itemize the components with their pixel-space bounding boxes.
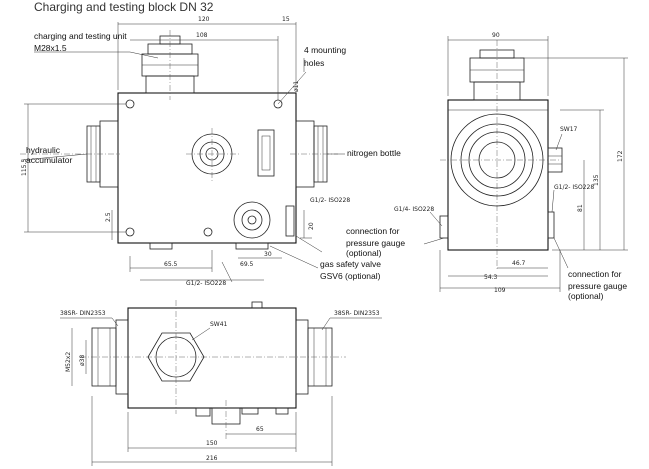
thread-g12-b: G1/2- ISO228 bbox=[186, 280, 226, 287]
front-view bbox=[20, 22, 345, 283]
dim-109: 109 bbox=[494, 287, 506, 294]
dim-d11: ø11 bbox=[293, 81, 300, 92]
dim-90: 90 bbox=[492, 32, 500, 39]
dim-108: 108 bbox=[196, 32, 208, 39]
sw17-label: SW17 bbox=[560, 126, 578, 133]
label-charging-unit: charging and testing unit bbox=[34, 31, 127, 41]
thread-left: 38SR- DIN2353 bbox=[60, 310, 106, 317]
dim-m52: M52x2 bbox=[65, 352, 72, 372]
dim-2-5: 2.5 bbox=[105, 212, 112, 222]
thread-right: 38SR- DIN2353 bbox=[334, 310, 380, 317]
dim-d38: ø38 bbox=[79, 355, 86, 366]
label-gas-valve-2: GSV6 (optional) bbox=[320, 271, 381, 281]
dimension-labels: 120 15 108 ø11 115.5 2.5 20 30 65.5 69.5… bbox=[21, 16, 624, 462]
dim-30: 30 bbox=[264, 251, 272, 258]
dim-46-7: 46.7 bbox=[512, 260, 526, 267]
dim-150: 150 bbox=[206, 440, 218, 447]
dim-81: 81 bbox=[577, 204, 584, 212]
label-conn-gauge-a-2: pressure gauge bbox=[346, 238, 406, 248]
label-conn-gauge-b-3: (optional) bbox=[568, 291, 604, 301]
label-mounting-holes-1: 4 mounting bbox=[304, 45, 347, 55]
dim-172: 172 bbox=[617, 150, 624, 162]
dim-216: 216 bbox=[206, 455, 218, 462]
label-conn-gauge-b-1: connection for bbox=[568, 269, 622, 279]
dim-65: 65 bbox=[256, 426, 264, 433]
label-conn-gauge-a-3: (optional) bbox=[346, 248, 382, 258]
page-title: Charging and testing block DN 32 bbox=[34, 0, 214, 14]
sw41-label: SW41 bbox=[210, 321, 228, 328]
plan-view bbox=[60, 300, 382, 466]
label-gas-valve-1: gas safety valve bbox=[320, 259, 381, 269]
label-nitrogen-bottle: nitrogen bottle bbox=[347, 148, 401, 158]
label-thread-m28: M28x1.5 bbox=[34, 43, 67, 53]
label-mounting-holes-2: holes bbox=[304, 58, 325, 68]
dim-135: 135 bbox=[593, 174, 600, 186]
dim-54-3: 54.3 bbox=[484, 274, 498, 281]
thread-g12-a: G1/2- ISO228 bbox=[310, 197, 350, 204]
dim-65-5: 65.5 bbox=[164, 261, 178, 268]
dim-15: 15 bbox=[282, 16, 290, 23]
label-conn-gauge-b-2: pressure gauge bbox=[568, 281, 628, 291]
label-conn-gauge-a-1: connection for bbox=[346, 226, 400, 236]
side-view bbox=[423, 36, 628, 292]
dim-69-5: 69.5 bbox=[240, 261, 254, 268]
dim-120: 120 bbox=[198, 16, 210, 23]
dim-115-5: 115.5 bbox=[21, 159, 28, 176]
dim-20: 20 bbox=[308, 222, 315, 230]
thread-g14: G1/4- ISO228 bbox=[394, 206, 434, 213]
thread-g12-c: G1/2- ISO228 bbox=[554, 184, 594, 191]
label-hydraulic-1: hydraulic bbox=[26, 145, 61, 155]
label-hydraulic-2: accumulator bbox=[26, 155, 73, 165]
